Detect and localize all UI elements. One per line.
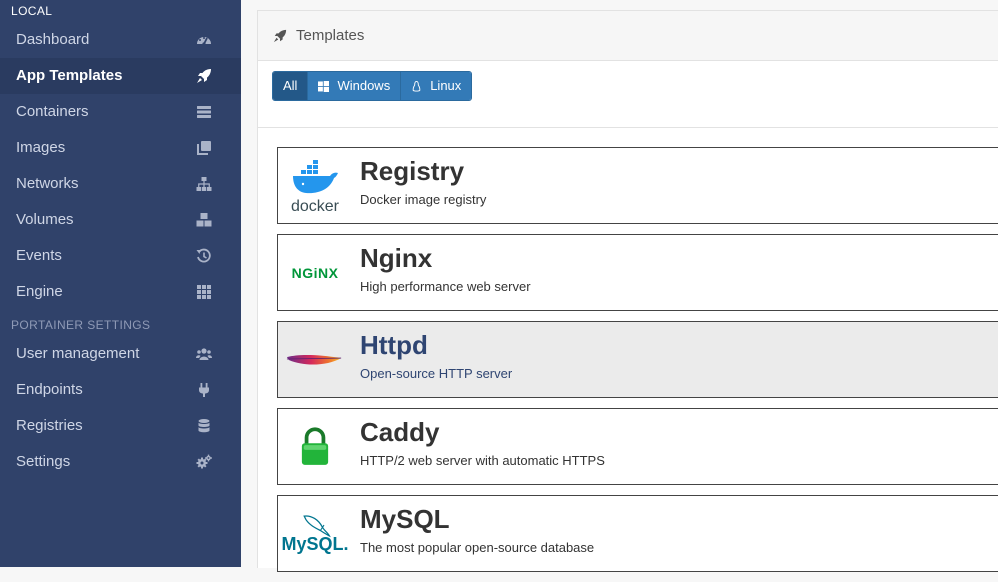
- sidebar-item-label: Images: [16, 139, 66, 156]
- filter-windows-button[interactable]: Windows: [308, 72, 402, 100]
- sidebar-item-networks[interactable]: Networks: [0, 166, 241, 202]
- sidebar-section-portainer-settings: PORTAINER SETTINGS: [11, 318, 151, 332]
- svg-text:docker: docker: [291, 198, 340, 214]
- template-description: Open-source HTTP server: [360, 366, 513, 381]
- sidebar-item-label: App Templates: [16, 67, 123, 84]
- cubes-icon: [195, 202, 213, 238]
- plug-icon: [195, 372, 213, 408]
- windows-icon: [318, 80, 337, 92]
- sidebar: LOCAL Dashboard App Templates Containers…: [0, 0, 241, 567]
- sidebar-section-local: LOCAL: [11, 4, 53, 18]
- sidebar-item-registries[interactable]: Registries: [0, 408, 241, 444]
- filter-linux-button[interactable]: Linux: [401, 72, 472, 100]
- dolphin-icon: [303, 514, 331, 537]
- apache-feather-logo: [284, 331, 346, 389]
- sidebar-item-label: User management: [16, 345, 140, 362]
- sidebar-item-label: Settings: [16, 453, 71, 470]
- template-description: HTTP/2 web server with automatic HTTPS: [360, 453, 605, 468]
- sidebar-item-label: Engine: [16, 283, 63, 300]
- sidebar-item-engine[interactable]: Engine: [0, 274, 241, 310]
- sidebar-item-containers[interactable]: Containers: [0, 94, 241, 130]
- sidebar-item-events[interactable]: Events: [0, 238, 241, 274]
- template-filter-bar: All Windows Linux: [258, 61, 998, 128]
- sidebar-item-dashboard[interactable]: Dashboard: [0, 22, 241, 58]
- panel-title: Templates: [296, 27, 365, 44]
- history-icon: [195, 238, 213, 274]
- template-description: The most popular open-source database: [360, 540, 595, 555]
- sidebar-item-label: Containers: [16, 103, 89, 120]
- server-icon: [195, 94, 213, 130]
- panel-header: Templates: [258, 11, 998, 61]
- template-description: Docker image registry: [360, 192, 487, 207]
- template-list: docker Registry Docker image registry NG…: [277, 147, 998, 582]
- template-description: High performance web server: [360, 279, 531, 294]
- sidebar-item-app-templates[interactable]: App Templates: [0, 58, 241, 94]
- sidebar-item-label: Registries: [16, 417, 83, 434]
- template-title: Caddy: [360, 417, 440, 447]
- template-item-mysql[interactable]: MySQL. MySQL The most popular open-sourc…: [277, 495, 998, 572]
- sidebar-item-endpoints[interactable]: Endpoints: [0, 372, 241, 408]
- template-title: Registry: [360, 156, 465, 186]
- platform-filter-group: All Windows Linux: [272, 71, 473, 101]
- dashboard-icon: [195, 22, 213, 58]
- sidebar-item-settings[interactable]: Settings: [0, 444, 241, 480]
- sidebar-item-images[interactable]: Images: [0, 130, 241, 166]
- linux-icon: [411, 80, 430, 92]
- filter-all-button[interactable]: All: [273, 72, 309, 100]
- sidebar-item-user-management[interactable]: User management: [0, 336, 241, 372]
- template-title: Nginx: [360, 243, 433, 273]
- template-item-caddy[interactable]: Caddy HTTP/2 web server with automatic H…: [277, 408, 998, 485]
- nginx-logo-text: NGiNX: [291, 265, 339, 281]
- filter-windows-label: Windows: [337, 78, 391, 93]
- template-item-httpd[interactable]: Httpd Open-source HTTP server: [277, 321, 998, 398]
- padlock-logo: [284, 418, 346, 476]
- filter-all-label: All: [283, 78, 298, 93]
- th-icon: [195, 274, 213, 310]
- sidebar-item-label: Volumes: [16, 211, 74, 228]
- clone-icon: [195, 130, 213, 166]
- sidebar-item-volumes[interactable]: Volumes: [0, 202, 241, 238]
- mysql-logo-text: MySQL.: [281, 533, 349, 554]
- template-item-registry[interactable]: docker Registry Docker image registry: [277, 147, 998, 224]
- sidebar-item-label: Events: [16, 247, 62, 264]
- mysql-logo: MySQL.: [281, 505, 349, 563]
- sidebar-item-label: Networks: [16, 175, 79, 192]
- sidebar-item-label: Dashboard: [16, 31, 90, 48]
- rocket-icon: [273, 29, 296, 43]
- cogs-icon: [195, 444, 213, 480]
- nginx-logo: NGiNX: [284, 244, 346, 302]
- users-icon: [195, 336, 213, 372]
- template-title: Httpd: [360, 330, 428, 360]
- template-title: MySQL: [360, 504, 450, 534]
- filter-linux-label: Linux: [430, 78, 462, 93]
- sidebar-item-label: Endpoints: [16, 381, 83, 398]
- rocket-icon: [195, 58, 213, 94]
- sitemap-icon: [195, 166, 213, 202]
- docker-logo: docker: [284, 157, 346, 215]
- template-item-nginx[interactable]: NGiNX Nginx High performance web server: [277, 234, 998, 311]
- database-icon: [195, 408, 213, 444]
